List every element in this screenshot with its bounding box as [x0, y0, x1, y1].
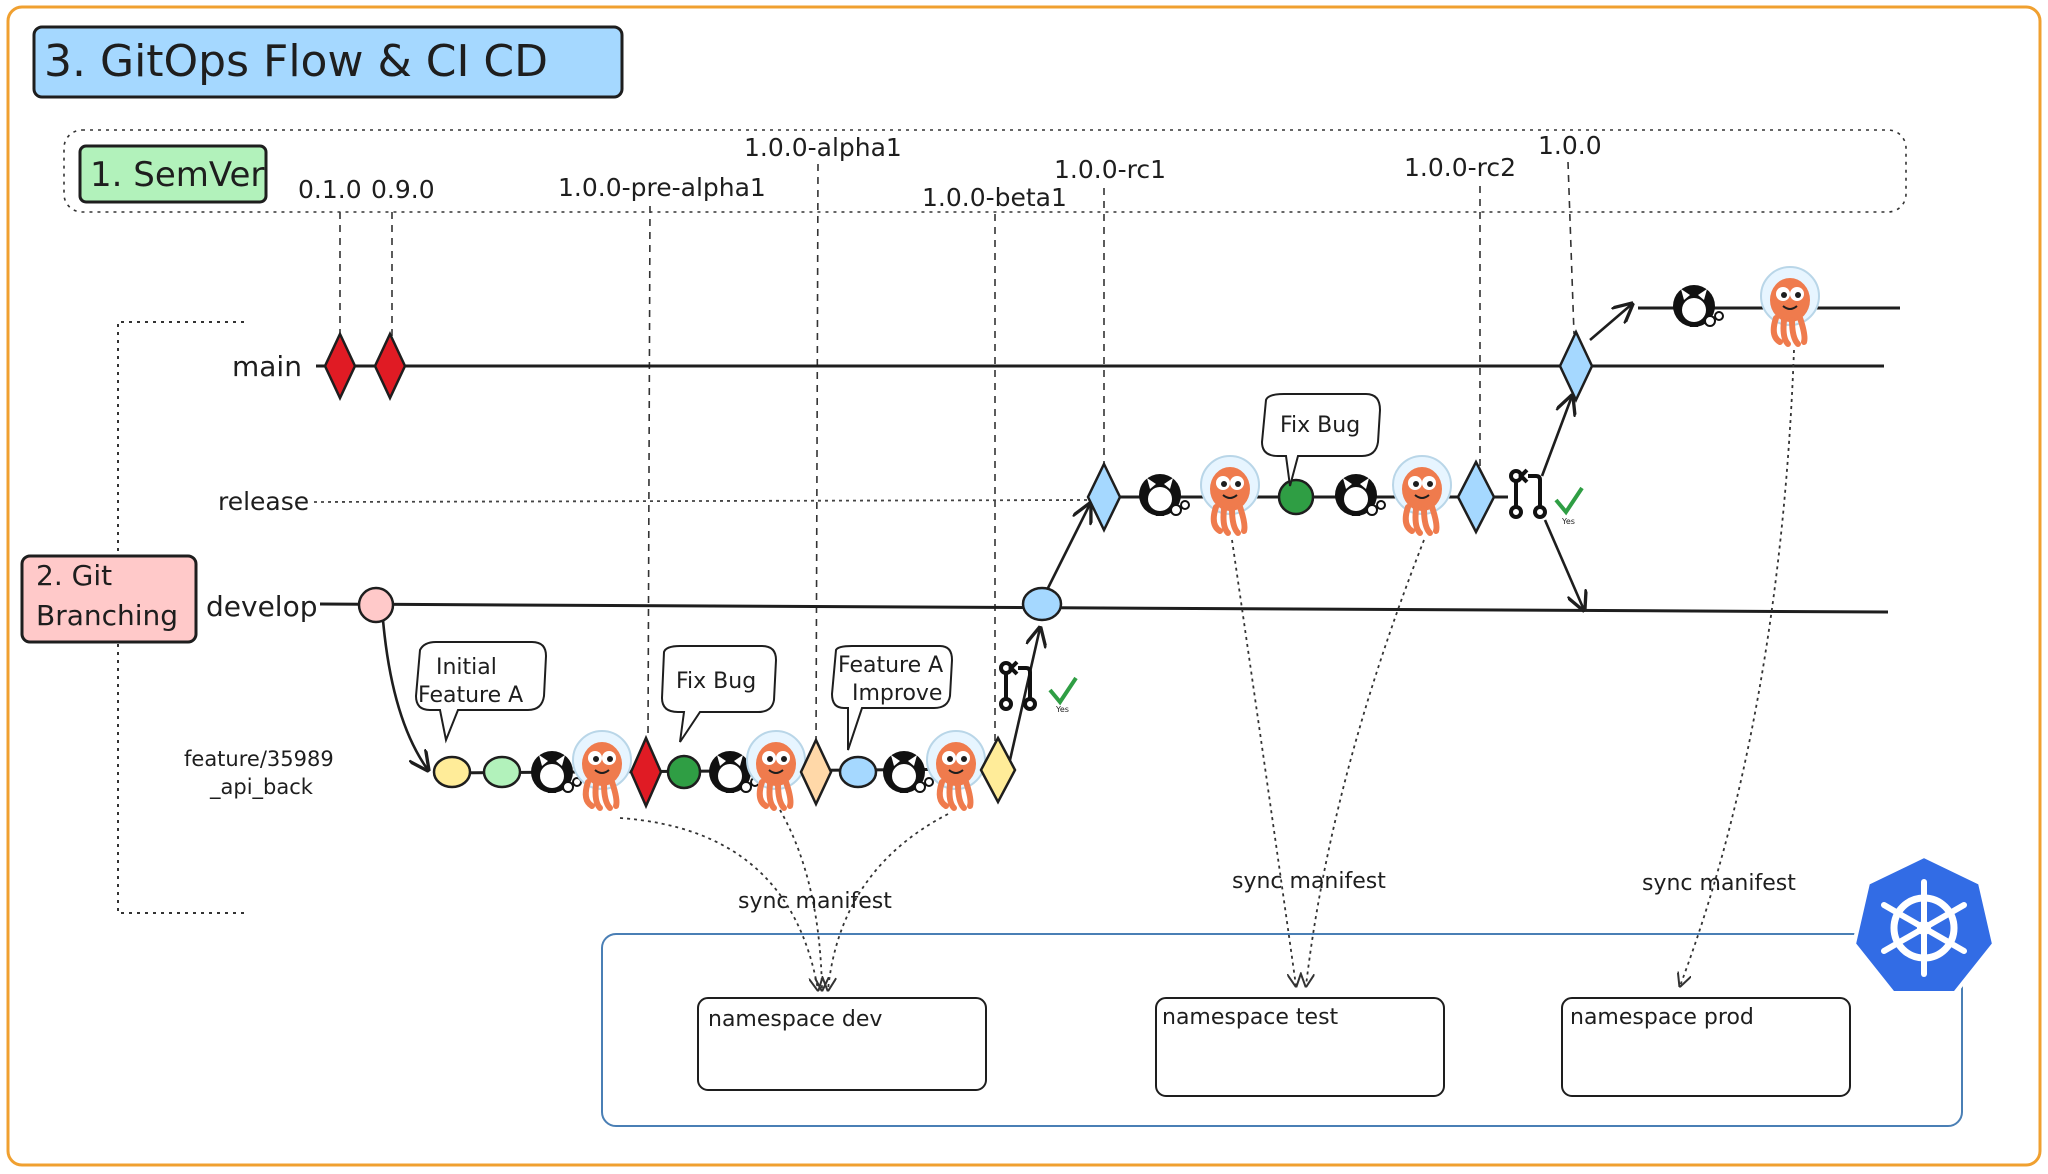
namespace-dev-label: namespace dev	[708, 1007, 882, 1032]
sync-label-test: sync manifest	[1232, 869, 1386, 894]
release-branch-line	[313, 499, 1091, 503]
sync-label-prod: sync manifest	[1642, 871, 1796, 896]
namespace-prod-label: namespace prod	[1570, 1005, 1754, 1030]
version-label-pre-alpha: 1.0.0-pre-alpha1	[558, 173, 766, 202]
callout-initial-line1: Initial	[436, 655, 497, 680]
callout-fixbug-release: Fix Bug	[1260, 393, 1382, 487]
commit-fixbug-feature	[666, 754, 702, 790]
version-label-rc2: 1.0.0-rc2	[1404, 153, 1516, 182]
callout-initial-line2: Feature A	[418, 683, 523, 708]
semver-label: 1. SemVer	[90, 155, 264, 195]
check-icon	[1048, 676, 1078, 706]
branch-arrows	[381, 304, 1632, 770]
sync-label-dev: sync manifest	[738, 889, 892, 914]
tag-0-1-0	[323, 331, 357, 401]
callout-fixbug-feature-text: Fix Bug	[676, 669, 756, 694]
version-label-0-9-0: 0.9.0	[371, 175, 435, 204]
semver-region	[63, 129, 1907, 213]
version-label-beta: 1.0.0-beta1	[922, 183, 1067, 212]
version-label-alpha: 1.0.0-alpha1	[744, 133, 902, 162]
develop-merge-commit	[1021, 586, 1063, 622]
callout-fixbug-feature: Fix Bug	[660, 645, 778, 743]
namespace-dev: namespace dev	[697, 997, 987, 1091]
version-label-rc1: 1.0.0-rc1	[1054, 155, 1166, 184]
tag-alpha	[799, 737, 833, 807]
pr-approved-label: Yes	[1055, 705, 1069, 714]
tag-0-9-0	[373, 331, 407, 401]
develop-branch-line	[319, 602, 1889, 614]
callout-improve-line1: Feature A	[838, 653, 943, 678]
version-drop-lines	[339, 161, 1575, 749]
version-label-final: 1.0.0	[1538, 131, 1602, 160]
commit-feature-2	[482, 755, 522, 789]
page-title: 3. GitOps Flow & CI CD	[44, 36, 548, 87]
callout-initial-feature: Initial Feature A	[414, 641, 548, 744]
tag-beta	[979, 735, 1017, 805]
branch-label-feature-line1: feature/35989	[184, 747, 334, 771]
callout-improve-line2: Improve	[852, 681, 942, 706]
commit-improve	[838, 755, 878, 789]
tag-rc2	[1456, 459, 1496, 535]
title-box: 3. GitOps Flow & CI CD	[32, 25, 624, 99]
branch-label-release: release	[218, 487, 309, 516]
tag-rc1	[1086, 461, 1122, 533]
branch-label-develop: develop	[206, 590, 317, 623]
develop-start-commit	[357, 586, 395, 624]
semver-box: 1. SemVer	[78, 144, 268, 204]
cluster-box	[601, 933, 1963, 1127]
namespace-test: namespace test	[1155, 997, 1445, 1097]
callout-feature-improve: Feature A Improve	[830, 645, 954, 751]
branching-box: 2. Git Branching	[20, 554, 198, 644]
commit-initial-feature	[432, 755, 472, 789]
namespace-test-label: namespace test	[1162, 1005, 1339, 1030]
sync-arrows	[619, 349, 1795, 990]
check-icon	[1554, 486, 1584, 516]
callout-fixbug-release-text: Fix Bug	[1280, 413, 1360, 438]
tag-pre-alpha	[629, 734, 663, 810]
pr-approved-label: Yes	[1561, 517, 1575, 526]
branching-label-line2: Branching	[36, 599, 178, 632]
namespace-prod: namespace prod	[1561, 997, 1851, 1097]
outer-frame	[6, 5, 2042, 1167]
branch-label-main: main	[232, 350, 302, 383]
tag-1-0-0	[1558, 329, 1594, 403]
commit-fixbug-release	[1277, 478, 1315, 516]
branching-label-line1: 2. Git	[36, 559, 112, 592]
branch-label-feature-line2: _api_back	[209, 775, 314, 800]
version-label-0-1-0: 0.1.0	[298, 175, 362, 204]
